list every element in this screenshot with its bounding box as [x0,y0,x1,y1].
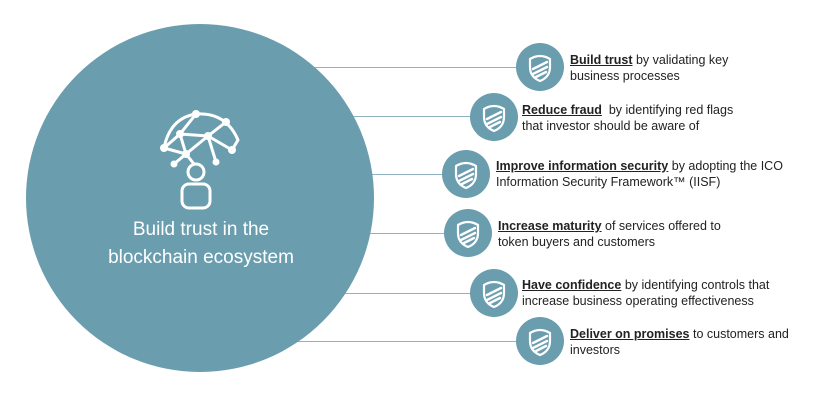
benefit-item-reduce-fraud: Reduce fraud by identifying red flags th… [522,102,802,134]
connector-line [368,233,446,234]
connector-line [326,293,472,294]
benefit-item-deliver-on-promises: Deliver on promises to customers and inv… [570,326,810,358]
shield-stripes-icon [470,269,518,317]
benefit-desc: by adopting the ICO [668,159,783,173]
connector-line [272,67,518,68]
benefit-title: Have confidence [522,278,622,292]
connector-line [366,174,444,175]
connector-line [336,116,472,117]
benefit-title: Build trust [570,53,633,67]
benefit-desc: of services offered to [601,219,721,233]
benefit-item-information-security: Improve information security by adopting… [496,158,806,190]
benefit-title: Reduce fraud [522,103,602,117]
hub-title-line-1: Build trust in the [132,219,270,240]
benefit-item-have-confidence: Have confidence by identifying controls … [522,277,812,309]
benefit-title: Improve information security [496,159,669,173]
benefit-desc-line-2: investors [570,343,621,357]
shield-stripes-icon [516,43,564,91]
benefit-desc: by validating key [632,53,729,67]
benefit-desc: by identifying controls that [621,278,770,292]
shield-stripes-icon [444,209,492,257]
benefit-item-increase-maturity: Increase maturity of services offered to… [498,218,798,250]
shield-stripes-icon [516,317,564,365]
benefit-title: Increase maturity [498,219,602,233]
benefit-desc-line-2: that investor should be aware of [522,119,700,133]
benefit-desc-line-2: Information Security Framework™ (IISF) [496,175,721,189]
benefit-desc-line-2: business processes [570,69,680,83]
benefit-desc: by identifying red flags [601,103,734,117]
benefit-desc-line-2: token buyers and customers [498,235,656,249]
benefit-desc: to customers and [689,327,789,341]
benefit-title: Deliver on promises [570,327,690,341]
shield-stripes-icon [442,150,490,198]
blockchain-network-person-icon [160,110,240,210]
shield-stripes-icon [470,93,518,141]
benefit-item-build-trust: Build trust by validating key business p… [570,52,800,84]
hub-title: Build trust in the blockchain ecosystem [56,216,346,272]
benefit-desc-line-2: increase business operating effectivenes… [522,294,754,308]
central-circle [26,24,374,372]
connector-line [274,341,518,342]
hub-title-line-2: blockchain ecosystem [108,247,294,268]
